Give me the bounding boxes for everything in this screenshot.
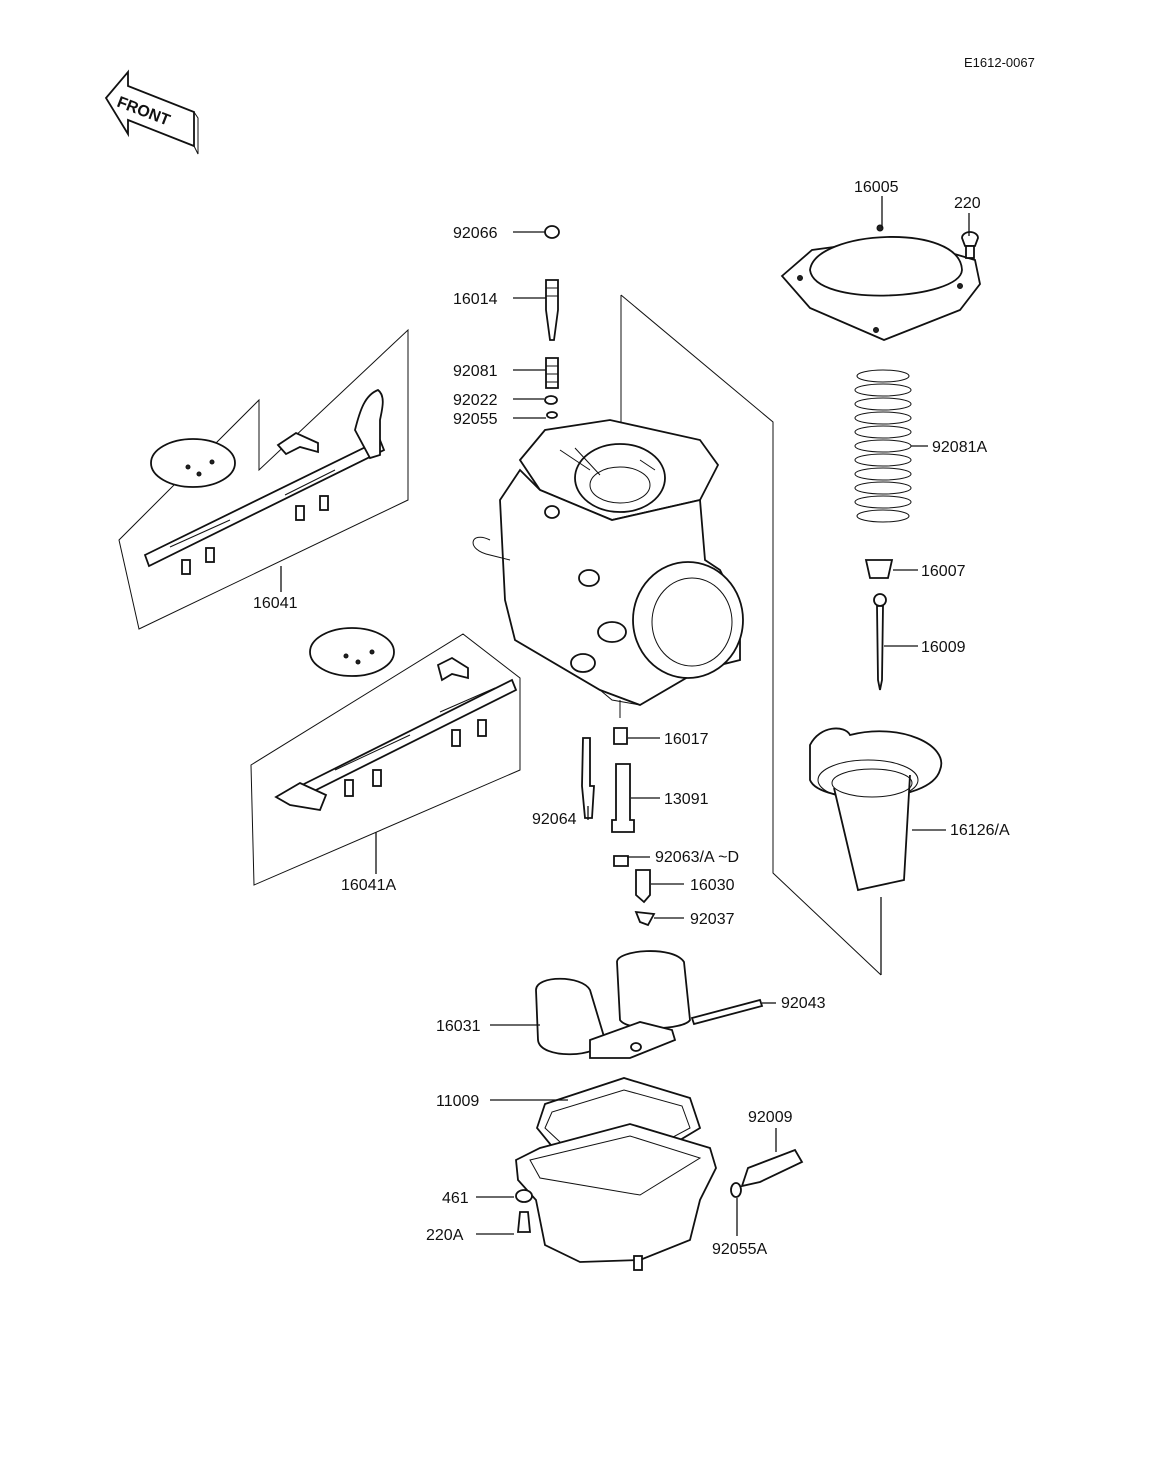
top-cover-16005: [780, 224, 981, 341]
drawing-code: E1612-0067: [964, 55, 1035, 70]
label-92055: 92055: [453, 411, 498, 428]
label-16007: 16007: [921, 563, 966, 580]
label-92009: 92009: [748, 1109, 793, 1126]
group-boundary: [620, 294, 882, 976]
label-92064: 92064: [532, 811, 577, 828]
main-jet-parts: [581, 727, 656, 927]
front-arrow: FRONT: [104, 69, 199, 155]
label-220: 220: [954, 195, 981, 212]
label-92081A: 92081A: [932, 439, 987, 456]
label-16041: 16041: [253, 595, 298, 612]
label-220A: 220A: [426, 1227, 464, 1244]
label-92055A: 92055A: [712, 1241, 767, 1258]
throttle-shaft-panel-16041: [118, 328, 409, 630]
label-92022: 92022: [453, 392, 498, 409]
label-461: 461: [442, 1190, 469, 1207]
label-92066: 92066: [453, 225, 498, 242]
throttle-shaft-panel-16041A: [250, 627, 521, 886]
part-labels: 92066 16014 92081 92022 92055 16005 220 …: [253, 179, 1010, 1258]
label-92037: 92037: [690, 911, 735, 928]
label-16009: 16009: [921, 639, 966, 656]
spring-92081A: [854, 369, 912, 523]
needle-jet-parts: [544, 225, 560, 419]
label-11009: 11009: [436, 1093, 479, 1110]
label-16005: 16005: [854, 179, 899, 196]
float-bowl: [515, 1077, 804, 1271]
label-92043: 92043: [781, 995, 826, 1012]
label-92063: 92063/A ~D: [655, 849, 739, 866]
vacuum-piston-16126A: [809, 727, 943, 892]
needle-holder-16007: [864, 559, 894, 579]
label-16126A: 16126/A: [950, 822, 1010, 839]
float-16031: [535, 950, 764, 1059]
label-16031: 16031: [436, 1018, 481, 1035]
leader-lines: [280, 196, 970, 1236]
label-92081: 92081: [453, 363, 498, 380]
jet-needle-16009: [873, 593, 887, 691]
label-16030: 16030: [690, 877, 735, 894]
label-16041A: 16041A: [341, 877, 396, 894]
label-16017: 16017: [664, 731, 709, 748]
carburetor-body: [472, 419, 744, 718]
label-16014: 16014: [453, 291, 498, 308]
label-13091: 13091: [664, 791, 709, 808]
